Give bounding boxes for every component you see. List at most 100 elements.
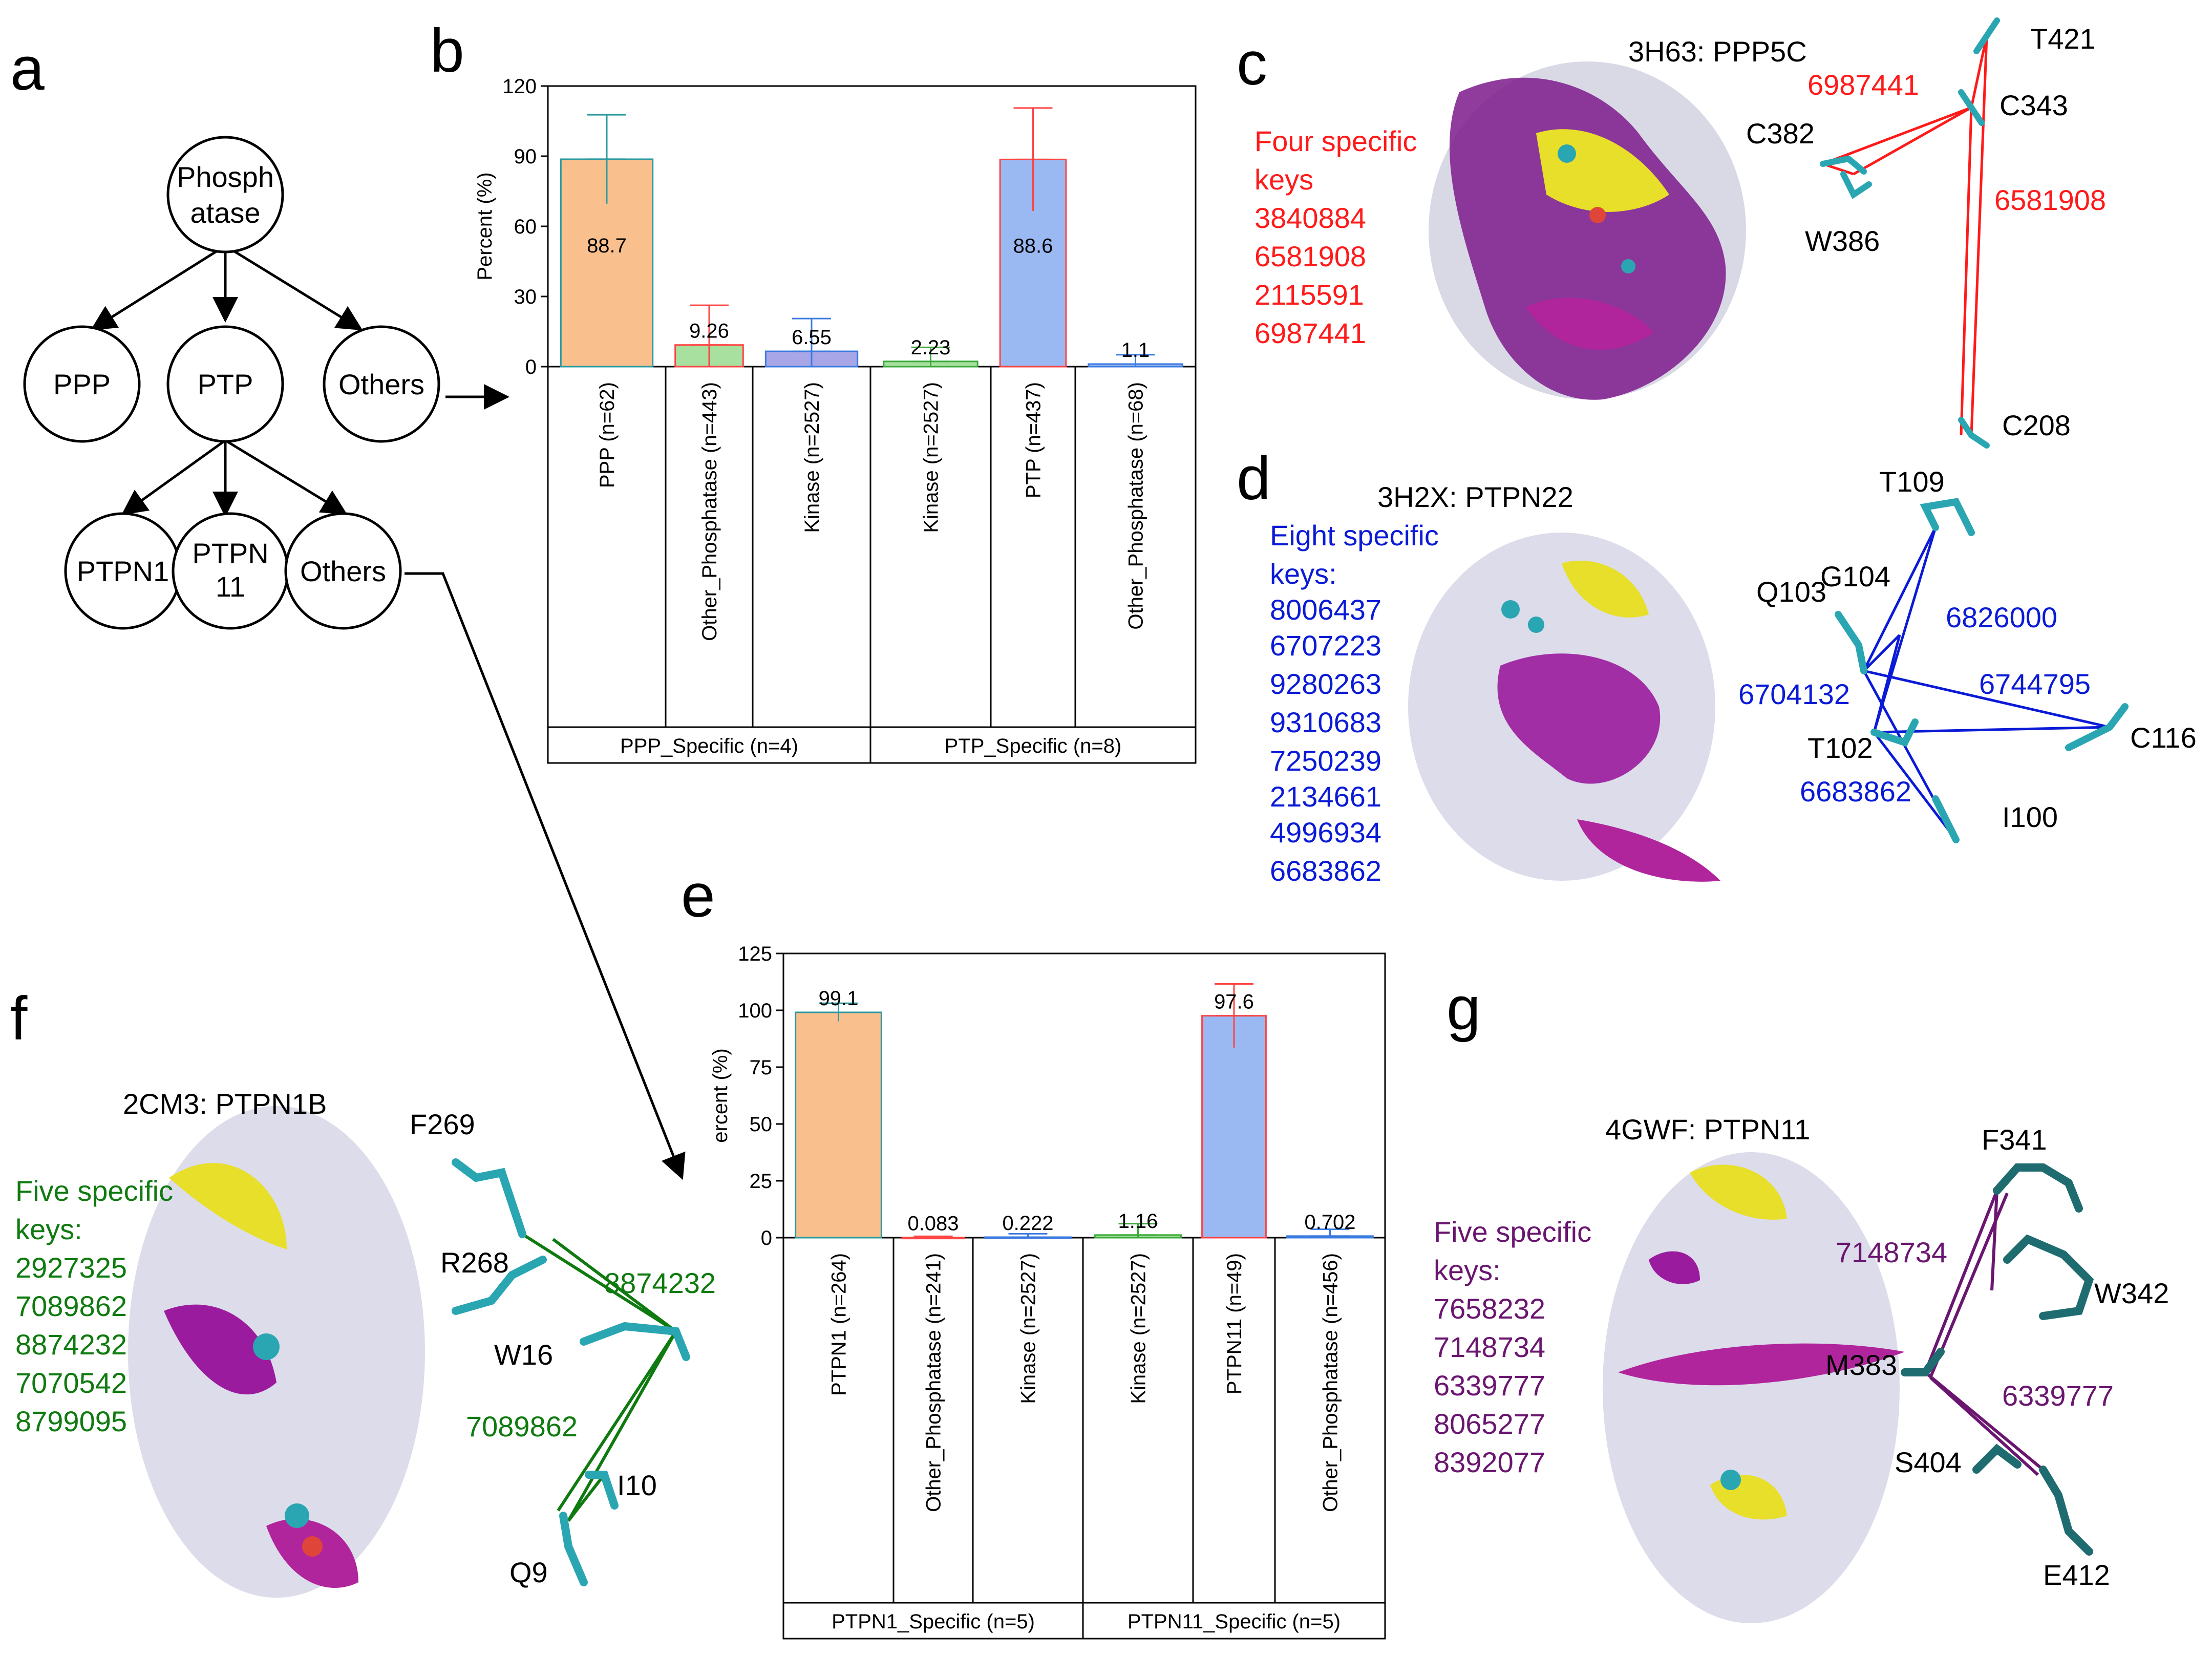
panel-c-structure [1429,61,1746,400]
panel-c-residue-5: C208 [2002,409,2071,441]
chart-e-value-label-5: 0.702 [1304,1211,1355,1234]
panel-f-residues [452,1158,690,1586]
panel-f-keys: Five specific keys: 2927325 7089862 8874… [15,1175,173,1437]
chart-e-ytick-label-0: 0 [761,1227,772,1249]
panel-d-key-1: 8006437 [1270,593,1381,626]
tree-node-phosphatase [166,136,284,253]
tree-node-others-2 [284,512,402,630]
panel-c-key-1: 3840884 [1254,202,1366,234]
panel-g-residues [1901,1163,2094,1556]
chart-b-category-label-3: Kinase (n=2527) [920,382,943,533]
panel-f-residue-3: W16 [494,1339,553,1371]
panel-d-residue-5: T102 [1807,732,1873,764]
chart-e-category-label-2: Kinase (n=2527) [1017,1253,1040,1404]
panel-d-edge-2: 6704132 [1738,678,1850,710]
tree-root-line1: Phosph [177,161,274,193]
panel-f-graph [521,1233,677,1522]
chart-b-ytick-label-2: 60 [514,216,537,238]
panel-g-graph [1924,1190,2044,1476]
panel-d-title: 3H2X: PTPN22 [1377,481,1573,513]
panel-letter-a: a [10,34,45,103]
panel-d-keys-label-2: keys: [1270,558,1337,590]
chart-b-ytick-label-4: 120 [502,75,537,98]
panel-d-key-6: 2134661 [1270,780,1381,813]
panel-d-residue-1: T109 [1879,465,1945,498]
panel-c-edge-labels: 6987441 6581908 [1807,69,2106,216]
panel-g-keys: Five specific keys: 7658232 7148734 6339… [1434,1216,1591,1478]
chart-b-value-label-3: 2.23 [911,336,951,359]
panel-d-key-4: 9310683 [1270,706,1381,738]
panel-d-structure [1408,533,1720,882]
chart-b-group-label-1: PTP_Specific (n=8) [945,735,1122,757]
panel-letter-e: e [681,861,715,930]
chart-b-value-label-0: 88.7 [587,235,627,257]
panel-g-edge-1: 7148734 [1836,1236,1947,1268]
panel-g-edge-labels: 7148734 6339777 [1836,1236,2114,1412]
chart-e-group-label-0: PTPN1_Specific (n=5) [832,1610,1035,1633]
panel-letter-f: f [10,984,28,1053]
panel-letter-b: b [430,16,464,85]
chart-e-value-label-1: 0.083 [907,1213,959,1235]
panel-d-key-3: 9280263 [1270,668,1381,700]
panel-c-residue-2: C343 [2000,89,2068,121]
panel-letter-d: d [1237,444,1271,513]
chart-b-value-label-4: 88.6 [1013,235,1053,257]
chart-e-category-label-0: PTPN1 (n=264) [828,1253,850,1396]
panel-c-edge-2: 6581908 [1994,184,2106,216]
panel-c-graph [1822,35,1988,436]
panel-d-residue-3: G104 [1820,560,1890,592]
panel-c-keys: Four specific keys 3840884 6581908 21155… [1254,125,1417,349]
panel-f-keys-label-2: keys: [15,1213,82,1245]
panel-f-structure [128,1106,425,1598]
tree-ptpn11-line2: 11 [216,570,245,603]
panel-c-keys-label-2: keys [1254,163,1313,196]
panel-f-key-1: 2927325 [15,1251,127,1284]
panel-d-residues [1835,498,2129,843]
panel-c-title: 3H63: PPP5C [1628,35,1807,68]
panel-d-key-5: 7250239 [1270,745,1381,777]
panel-f-key-5: 8799095 [15,1405,127,1437]
panel-f-edge-1: 8874232 [604,1267,716,1299]
panel-f-key-2: 7089862 [15,1290,127,1322]
panel-g-residue-5: E412 [2043,1559,2110,1591]
panel-d-key-8: 6683862 [1270,855,1381,887]
panel-g-key-3: 6339777 [1434,1369,1545,1402]
panel-g-key-4: 8065277 [1434,1408,1545,1440]
tree-ptpn11-line1: PTPN [192,537,268,569]
tree-node-ptp [166,325,284,443]
panel-a-labels: Phosph atase PPP PTP Others PTPN1 PTPN 1… [53,161,424,603]
chart-e-value-label-3: 1.16 [1118,1210,1158,1233]
tree-ptp-label: PTP [198,368,253,400]
panel-d-edge-3: 6744795 [1979,668,2091,700]
panel-f-key-4: 7070542 [15,1367,127,1399]
panel-d-residue-labels: T109 Q103 G104 C116 T102 I100 [1756,465,2197,833]
chart-e-ytick-label-4: 100 [738,1000,772,1022]
tree-others2-label: Others [300,555,386,587]
chart-e-value-label-4: 97.6 [1214,991,1254,1013]
chart-e-category-label-1: Other_Phosphatase (n=241) [923,1253,945,1512]
panel-d-residue-4: C116 [2130,722,2197,754]
panel-g-residue-labels: F341 W342 M383 S404 E412 [1825,1123,2169,1591]
panel-d-keys: Eight specific keys: 8006437 6707223 928… [1270,519,1439,887]
panel-c-key-3: 2115591 [1254,279,1364,311]
panel-d-edge-1: 6826000 [1946,601,2057,633]
panel-f-edge-2: 7089862 [466,1410,578,1442]
chart-e-bar-4 [1201,1015,1267,1239]
panel-c-edge-1: 6987441 [1807,69,1919,101]
panel-g-edge-2: 6339777 [2002,1380,2114,1412]
panel-letter-g: g [1447,974,1481,1043]
panel-a-tree [23,136,686,1180]
panel-d-edge-4: 6683862 [1800,775,1911,808]
panel-g-keys-label-1: Five specific [1434,1216,1591,1248]
panel-g-structure [1603,1152,1905,1623]
panel-f-edge-labels: 8874232 7089862 [466,1267,716,1442]
panel-g-residue-3: M383 [1825,1349,1897,1381]
panel-f-residue-labels: F269 R268 W16 I10 Q9 [410,1108,657,1588]
panel-g-residue-1: F341 [1982,1123,2047,1156]
panel-f-keys-label-1: Five specific [15,1175,173,1207]
chart-e-ytick-label-3: 75 [750,1056,773,1079]
panel-d-keys-label-1: Eight specific [1270,519,1439,551]
chart-b-category-label-1: Other_Phosphatase (n=443) [698,382,721,641]
